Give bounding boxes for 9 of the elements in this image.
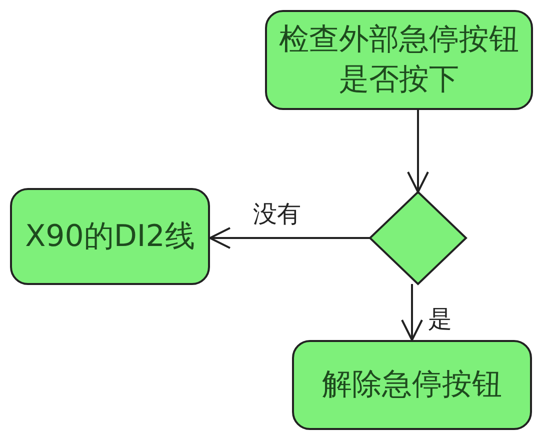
process-box: X90的DI2线 <box>10 188 210 285</box>
edge-label: 没有 <box>253 200 301 228</box>
arrow <box>209 227 370 249</box>
edge-label: 是 <box>428 305 452 333</box>
process-box: 解除急停按钮 <box>292 340 532 430</box>
decision-diamond <box>368 190 468 286</box>
arrow <box>401 284 423 341</box>
arrow <box>407 110 429 193</box>
process-box: 检查外部急停按钮是否按下 <box>265 10 533 110</box>
